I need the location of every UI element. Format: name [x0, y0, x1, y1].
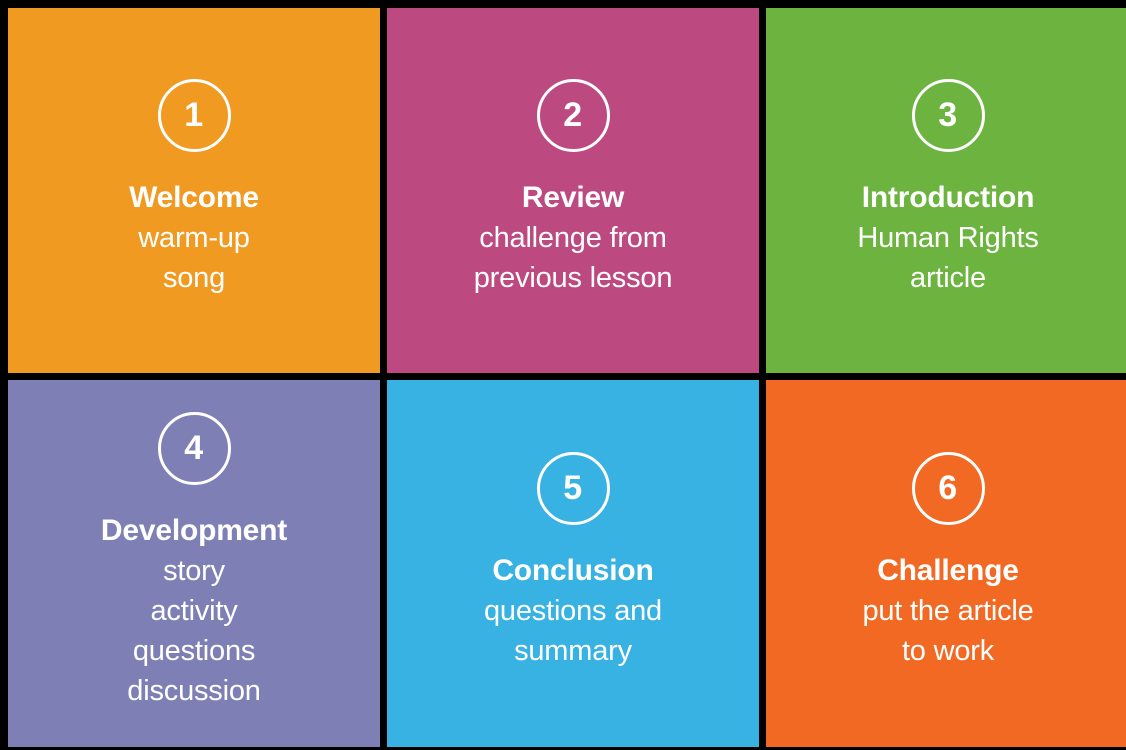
step-number-badge-4: 4 [157, 412, 231, 485]
stage-card-review[interactable]: 2 Review challenge from previous lesson [387, 8, 759, 373]
stage-card-challenge[interactable]: 6 Challenge put the article to work [766, 380, 1126, 747]
step-number-1: 1 [184, 95, 204, 134]
step-number-2: 2 [563, 95, 583, 134]
stage-card-introduction[interactable]: 3 Introduction Human Rights article [766, 8, 1126, 373]
stage-title-conclusion: Conclusion [492, 554, 654, 587]
stage-title-challenge: Challenge [877, 554, 1019, 587]
stage-detail-line: story [163, 555, 225, 587]
step-number-badge-2: 2 [536, 79, 610, 152]
stage-detail-line: discussion [127, 675, 261, 707]
step-number-badge-5: 5 [536, 452, 610, 525]
step-number-3: 3 [938, 95, 958, 134]
stage-card-conclusion[interactable]: 5 Conclusion questions and summary [387, 380, 759, 747]
stage-detail-line: previous lesson [473, 262, 673, 294]
stage-detail-line: summary [514, 635, 632, 667]
stage-detail-line: article [910, 262, 986, 294]
stage-detail-line: questions and [484, 595, 662, 627]
stage-detail-line: song [162, 262, 226, 294]
stage-title-development: Development [100, 514, 288, 547]
stage-detail-list-introduction: Human Rights article [857, 218, 1039, 298]
stage-detail-list-review: challenge from previous lesson [474, 218, 673, 298]
stage-detail-line: challenge from [479, 222, 667, 254]
step-number-5: 5 [563, 468, 583, 507]
stage-detail-line: warm-up [138, 222, 250, 254]
step-number-6: 6 [938, 468, 958, 507]
stage-detail-line: questions [132, 635, 256, 667]
stage-detail-list-conclusion: questions and summary [484, 591, 662, 671]
stage-detail-line: activity [150, 595, 238, 627]
stage-card-welcome[interactable]: 1 Welcome warm-up song [8, 8, 380, 373]
step-number-badge-1: 1 [157, 79, 231, 152]
stage-detail-line: put the article [862, 595, 1034, 627]
stage-detail-line: Human Rights [857, 222, 1039, 254]
stage-detail-list-challenge: put the article to work [862, 591, 1033, 671]
step-number-badge-3: 3 [911, 79, 985, 152]
stage-title-introduction: Introduction [861, 181, 1035, 214]
stage-detail-list-development: story activity questions discussion [127, 551, 261, 711]
stage-detail-list-welcome: warm-up song [138, 218, 250, 298]
step-number-badge-6: 6 [911, 452, 985, 525]
stage-title-welcome: Welcome [129, 181, 259, 214]
stage-title-review: Review [521, 181, 625, 214]
step-number-4: 4 [184, 428, 204, 467]
stage-detail-line: to work [901, 635, 995, 667]
stage-card-development[interactable]: 4 Development story activity questions d… [8, 380, 380, 747]
